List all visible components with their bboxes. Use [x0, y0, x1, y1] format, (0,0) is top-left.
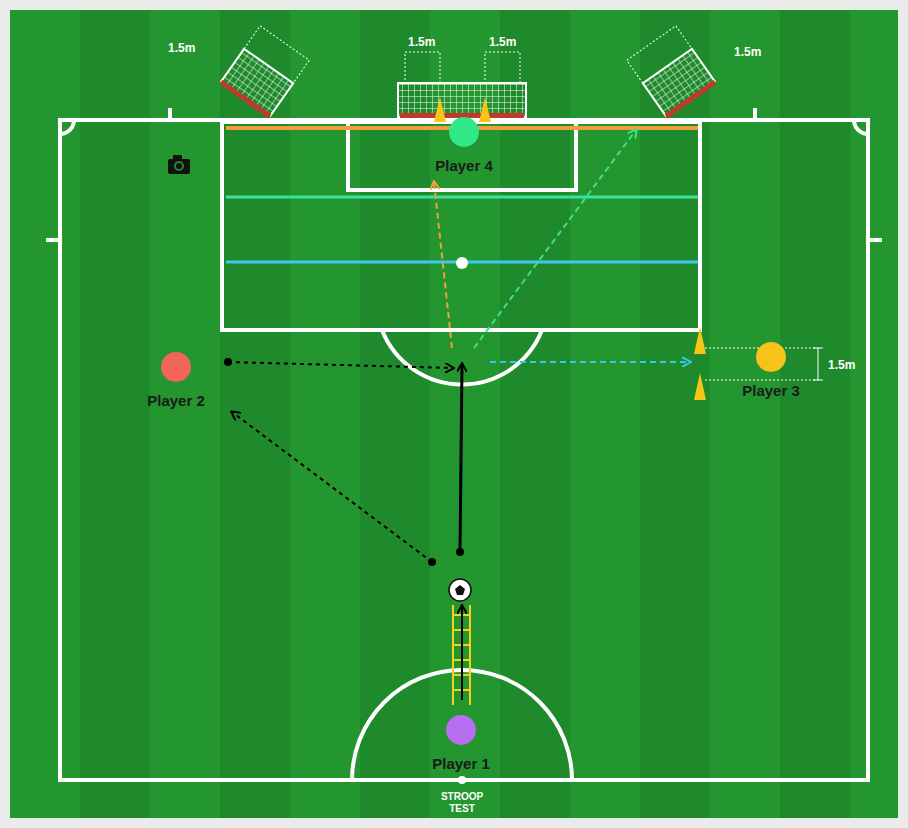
- player-dot: [161, 352, 191, 382]
- dimension-label: 1.5m: [489, 35, 516, 49]
- player-node: Player 1: [432, 714, 490, 773]
- test-label: STROOP TEST: [432, 791, 492, 815]
- dimension-label: 1.5m: [168, 41, 195, 55]
- player-circle: [448, 116, 480, 148]
- player-label: Player 3: [742, 382, 800, 400]
- dimension-label: 1.5m: [408, 35, 435, 49]
- player-dot: [446, 715, 476, 745]
- player-label: Player 4: [435, 157, 493, 175]
- player-label: Player 2: [147, 392, 205, 410]
- player-node: Player 4: [435, 116, 493, 175]
- player-circle: [445, 714, 477, 746]
- dimension-label: 1.5m: [828, 358, 855, 372]
- player-label: Player 1: [432, 755, 490, 773]
- dimension-label: 1.5m: [734, 45, 761, 59]
- player-node: Player 2: [147, 351, 205, 410]
- player-node: Player 3: [742, 341, 800, 400]
- player-circle: [160, 351, 192, 383]
- player-circle: [755, 341, 787, 373]
- player-dot: [756, 342, 786, 372]
- player-dot: [449, 117, 479, 147]
